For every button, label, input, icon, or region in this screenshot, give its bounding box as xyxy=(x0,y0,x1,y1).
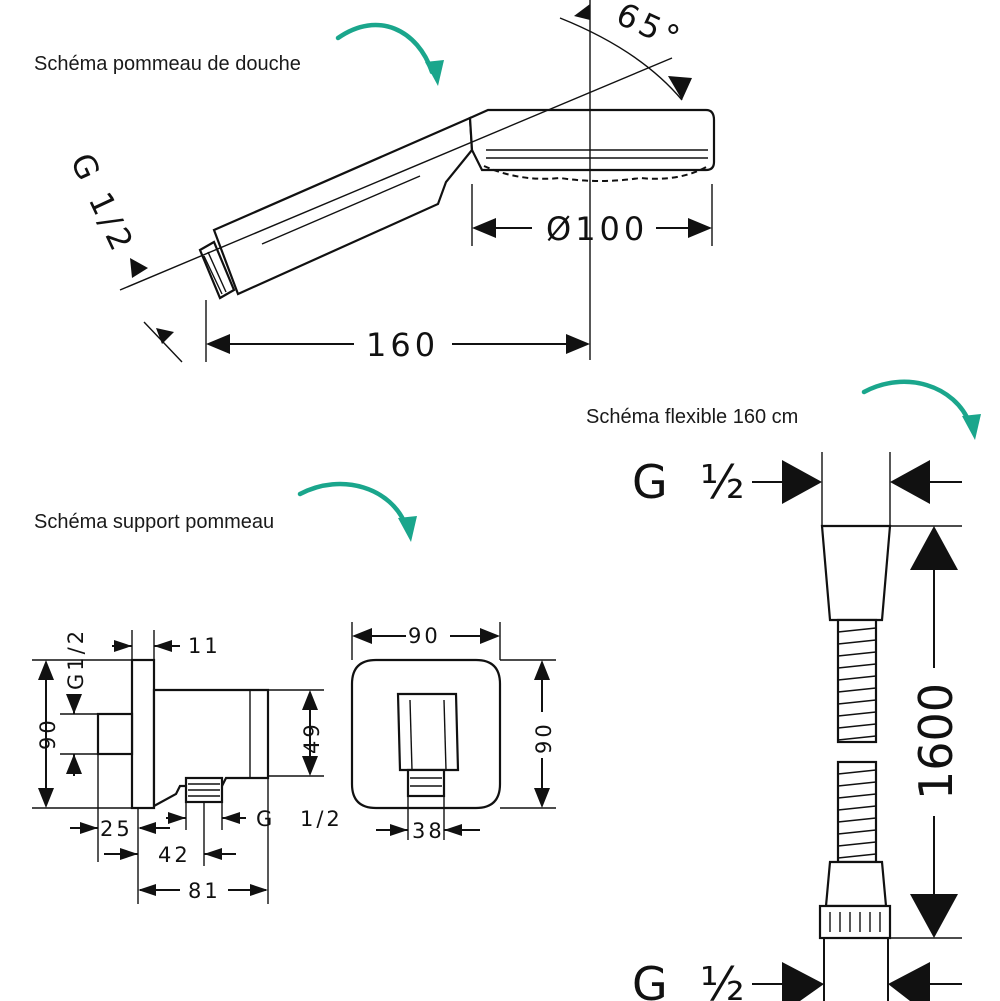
dim-front-38: 38 xyxy=(412,819,445,843)
dim-front-90-height: 90 xyxy=(532,721,556,754)
arrow-left-icon xyxy=(206,334,230,354)
teal-arrow-icon xyxy=(335,22,444,86)
dim-hose-length: 1600 xyxy=(909,683,963,800)
hose-drawing xyxy=(752,452,962,1001)
dim-hose-thread-bottom-g: G xyxy=(632,957,668,1001)
holder-side-drawing xyxy=(32,630,324,904)
dim-holder-42: 42 xyxy=(158,843,191,867)
dim-hose-thread-bottom-frac: ½ xyxy=(700,957,745,1001)
dim-holder-thread-top: G1/2 xyxy=(64,628,88,690)
dim-diameter: Ø100 xyxy=(546,210,648,248)
dim-holder-25: 25 xyxy=(100,817,133,841)
dim-holder-81: 81 xyxy=(188,879,221,903)
dim-holder-thread-frac: 1/2 xyxy=(300,807,343,831)
dim-holder-thread-g: G xyxy=(256,807,275,831)
caption-holder: Schéma support pommeau xyxy=(34,511,274,533)
teal-arrow-icon xyxy=(297,481,417,542)
dim-front-90-width: 90 xyxy=(408,624,441,648)
teal-arrow-icon xyxy=(861,379,981,440)
dim-holder-90: 90 xyxy=(36,717,60,750)
shower-head-drawing xyxy=(119,0,716,363)
caption-hose: Schéma flexible 160 cm xyxy=(586,406,798,428)
dim-hose-thread-top-g: G xyxy=(632,455,668,509)
arrow-left-icon xyxy=(472,218,496,238)
dim-length: 160 xyxy=(366,326,439,364)
dim-thread: G 1/2 xyxy=(63,147,142,260)
dim-holder-49: 49 xyxy=(300,721,324,754)
dim-holder-11: 11 xyxy=(188,634,221,658)
caption-shower-head: Schéma pommeau de douche xyxy=(34,53,301,75)
holder-front-drawing xyxy=(350,622,556,840)
arrow-right-icon xyxy=(688,218,712,238)
dim-hose-thread-top-frac: ½ xyxy=(700,455,745,509)
arrow-right-icon xyxy=(566,334,590,354)
